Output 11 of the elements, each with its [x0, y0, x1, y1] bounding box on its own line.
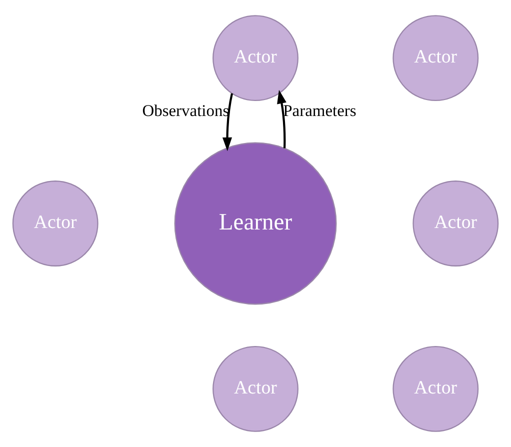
node-circle: Actor [392, 15, 479, 102]
node-circle: Actor [12, 180, 98, 266]
edge-label: Observations [142, 100, 230, 120]
node-circle: Learner [174, 142, 337, 305]
node-circle: Actor [212, 15, 298, 102]
node-circle: Actor [392, 346, 479, 432]
node-circle: Actor [212, 346, 298, 432]
edge-label: Parameters [283, 100, 356, 120]
node-circle: Actor [412, 180, 499, 266]
arrow [222, 93, 234, 152]
arrow [277, 90, 286, 148]
